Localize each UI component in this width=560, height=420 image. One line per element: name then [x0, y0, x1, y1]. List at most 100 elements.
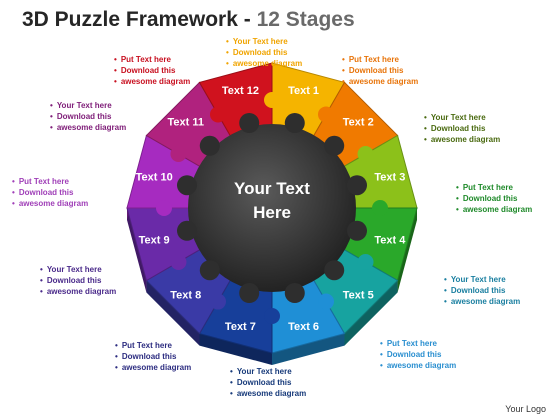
puzzle-piece-side-8 — [146, 280, 200, 346]
callout-line: •awesome diagram — [444, 296, 520, 307]
center-tab — [347, 220, 368, 241]
center-tab — [239, 112, 260, 133]
puzzle-knob — [210, 106, 226, 123]
page-title: 3D Puzzle Framework - 12 Stages — [22, 8, 355, 32]
puzzle-knob — [357, 254, 374, 270]
bullet-icon: • — [424, 113, 427, 122]
callout-line: •awesome diagram — [114, 76, 190, 87]
center-text-line2: Here — [253, 203, 291, 222]
bullet-icon: • — [115, 363, 118, 372]
puzzle-knob — [156, 200, 172, 216]
center-tab — [284, 112, 305, 133]
bullet-icon: • — [424, 124, 427, 133]
callout-line: •Download this — [444, 285, 520, 296]
callout-text: Put Text here — [348, 55, 399, 64]
callout-line: •Put Text here — [456, 182, 532, 193]
puzzle-knob — [170, 254, 187, 270]
puzzle-knobs — [156, 92, 388, 324]
puzzle-knob — [357, 146, 374, 162]
footer-logo: Your Logo — [505, 404, 546, 414]
callout-text: Your Text here — [430, 113, 486, 122]
bullet-icon: • — [230, 389, 233, 398]
bullet-icon: • — [424, 135, 427, 144]
segment-label-1: Text 1 — [288, 85, 319, 97]
puzzle-knob — [372, 200, 388, 216]
callout-line: •awesome diagram — [230, 388, 306, 399]
callout-line: •awesome diagram — [50, 122, 126, 133]
bullet-icon: • — [380, 350, 383, 359]
bullet-icon: • — [115, 341, 118, 350]
callout-text: awesome diagram — [232, 59, 303, 68]
callout-11: •Your Text here•Download this•awesome di… — [50, 100, 126, 133]
bullet-icon: • — [12, 199, 15, 208]
bullet-icon: • — [226, 37, 229, 46]
callout-text: Your Text here — [46, 265, 102, 274]
callout-8: •Put Text here•Download this•awesome dia… — [115, 340, 191, 373]
callout-10: • Put Text here•Download this•awesome dia… — [12, 176, 88, 209]
callout-text: Download this — [121, 352, 177, 361]
center-tab — [284, 283, 305, 304]
puzzle-knob — [170, 146, 187, 162]
center-tab — [239, 283, 260, 304]
callout-text: Put Text here — [462, 183, 513, 192]
bullet-icon: • — [342, 77, 345, 86]
center-tab — [347, 175, 368, 196]
callout-text: Put Text here — [386, 339, 437, 348]
callout-line: •awesome diagram — [380, 360, 456, 371]
callout-text: awesome diagram — [236, 389, 307, 398]
callout-line: •Your Text here — [50, 100, 126, 111]
callout-12: •Put Text here•Download this•awesome dia… — [114, 54, 190, 87]
callout-text: Download this — [18, 188, 74, 197]
bullet-icon: • — [380, 361, 383, 370]
center-tab — [176, 220, 197, 241]
puzzle-knob — [318, 106, 334, 123]
callout-text: Your Text here — [56, 101, 112, 110]
puzzle-knob — [264, 92, 280, 108]
callout-text: Your Text here — [450, 275, 506, 284]
callout-text: Download this — [56, 112, 112, 121]
center-text-line1: Your Text — [234, 179, 310, 198]
callout-text: awesome diagram — [450, 297, 521, 306]
callout-line: •Download this — [12, 187, 88, 198]
center-tab — [199, 260, 220, 281]
segment-label-10: Text 10 — [136, 171, 173, 183]
callout-3: •Your Text here•Download this•awesome di… — [424, 112, 500, 145]
callout-text: Download this — [46, 276, 102, 285]
center-circle — [188, 124, 356, 292]
callout-line: •awesome diagram — [12, 198, 88, 209]
center-tab — [324, 135, 345, 156]
center-tab — [324, 260, 345, 281]
callout-text: Download this — [232, 48, 288, 57]
callout-7: •Your Text here•Download this•awesome di… — [230, 366, 306, 399]
bullet-icon: • — [456, 205, 459, 214]
center-hub — [176, 112, 368, 304]
center-tab — [176, 175, 197, 196]
callout-text: Put Text here — [120, 55, 171, 64]
bullet-icon: • — [456, 194, 459, 203]
callout-line: •Put Text here — [342, 54, 418, 65]
callout-text: Put Text here — [18, 177, 69, 186]
callout-line: •awesome diagram — [115, 362, 191, 373]
bullet-icon: • — [50, 112, 53, 121]
callout-1: •Your Text here•Download this•awesome di… — [226, 36, 302, 69]
callout-text: Download this — [120, 66, 176, 75]
bullet-icon: • — [114, 77, 117, 86]
bullet-icon: • — [230, 378, 233, 387]
callout-text: awesome diagram — [46, 287, 117, 296]
title-separator: - — [243, 8, 251, 31]
segment-label-7: Text 7 — [225, 321, 256, 333]
callout-text: awesome diagram — [462, 205, 533, 214]
segment-label-2: Text 2 — [343, 117, 374, 129]
callout-text: Your Text here — [232, 37, 288, 46]
callout-2: •Put Text here•Download this•awesome dia… — [342, 54, 418, 87]
bullet-icon: • — [40, 265, 43, 274]
puzzle-piece-side-4 — [397, 208, 417, 293]
center-tab — [199, 135, 220, 156]
bullet-icon: • — [114, 55, 117, 64]
puzzle-piece-side-9 — [127, 208, 147, 293]
callout-line: •Your Text here — [40, 264, 116, 275]
segment-label-8: Text 8 — [170, 289, 201, 301]
callout-6: •Put Text here•Download this•awesome dia… — [380, 338, 456, 371]
callout-text: Download this — [430, 124, 486, 133]
